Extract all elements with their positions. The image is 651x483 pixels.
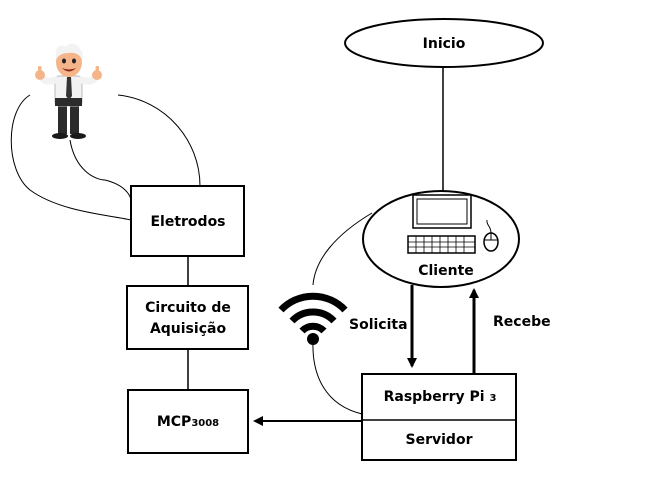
servidor-label: Servidor: [406, 432, 473, 448]
circuito-node: Circuito de Aquisição: [126, 285, 249, 350]
mcp-label-sub: 3008: [191, 418, 219, 429]
raspberry-label-main: Raspberry Pi: [384, 389, 485, 405]
cliente-to-wifi-curve: [312, 212, 373, 286]
wifi-to-raspberry-curve: [312, 341, 363, 415]
inicio-label: Inicio: [423, 36, 466, 52]
raspberry-label: Raspberry Pi 3: [384, 389, 497, 405]
eletrodos-label: Eletrodos: [150, 214, 225, 230]
wifi-icon: [278, 292, 348, 345]
mcp-node: MCP3008: [127, 389, 249, 454]
solicita-label: Solicita: [349, 317, 408, 333]
circuito-label-line2: Aquisição: [150, 321, 227, 337]
circuito-box: [126, 285, 249, 350]
inicio-node: Inicio: [344, 18, 544, 68]
cliente-node: Cliente: [362, 190, 520, 288]
desktop-computer-icon: [407, 194, 499, 254]
person-to-eletrodos-curve-inner: [69, 139, 132, 201]
person-to-eletrodos-curve-top: [117, 94, 201, 187]
eletrodos-node: Eletrodos: [130, 185, 245, 257]
mcp-label: MCP3008: [157, 414, 219, 430]
circuito-label-line1: Circuito de: [145, 300, 231, 316]
recebe-label: Recebe: [493, 314, 551, 330]
mcp-label-main: MCP: [157, 414, 191, 430]
person-to-eletrodos-curve-outer: [10, 94, 132, 221]
raspberry-node: Raspberry Pi 3 Servidor: [361, 373, 517, 461]
inicio-ellipse: [344, 18, 544, 68]
businessman-thumbs-up-icon: [35, 43, 102, 139]
eletrodos-box: [130, 185, 245, 257]
raspberry-label-sub: 3: [489, 393, 496, 404]
raspberry-box: [361, 373, 517, 461]
cliente-label: Cliente: [418, 263, 474, 279]
connector-curves: [10, 94, 373, 415]
mcp-box: [127, 389, 249, 454]
